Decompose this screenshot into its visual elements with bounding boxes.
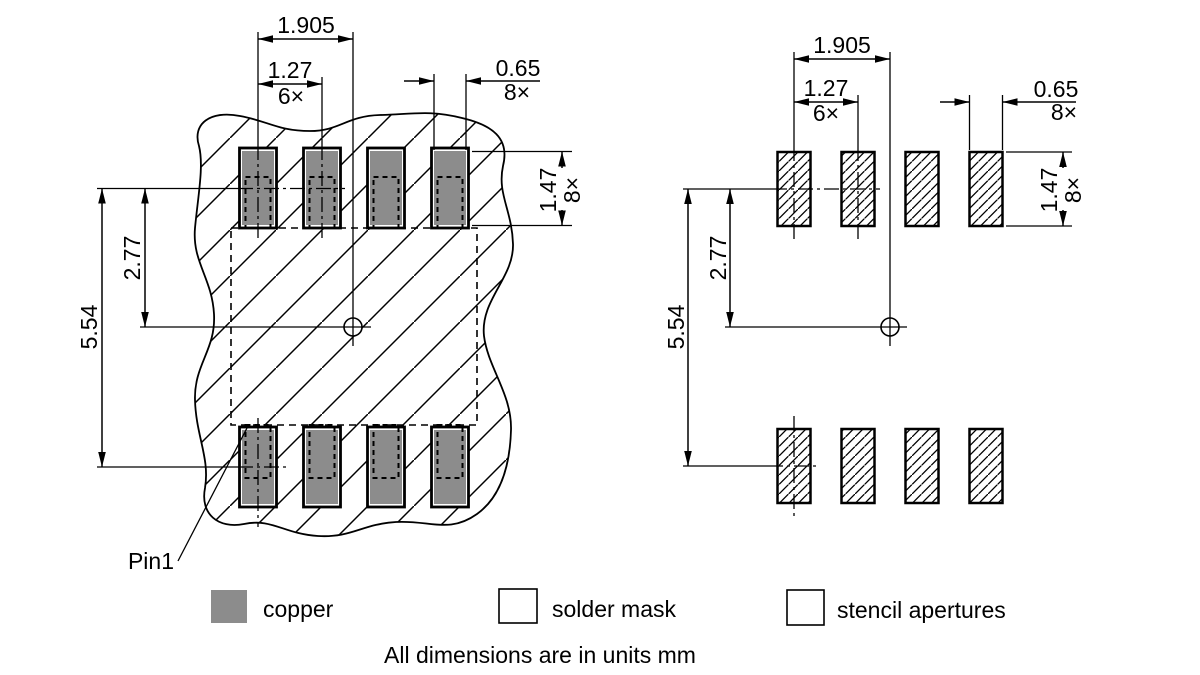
dim-aperture-width-right: 0.65 8×: [940, 76, 1078, 150]
dim-aperture-height-count: 8×: [1060, 177, 1086, 203]
dim-row-span-value: 5.54: [76, 304, 102, 349]
dim-half-span-right: 2.77: [705, 189, 734, 327]
centerlines-right-view: [683, 52, 907, 518]
stencil-aperture-4: [968, 150, 1004, 228]
dim-pad-height-left: 1.47 8×: [472, 150, 585, 227]
dim-pitch-left: 1.27 6×: [258, 57, 322, 109]
dim-aperture-width-count: 8×: [1051, 99, 1077, 125]
stencil-apertures-top-row: [776, 150, 1004, 228]
dim-pad-width-value: 0.65: [496, 55, 541, 81]
pin1-label: Pin1: [128, 548, 174, 574]
dim-pitch-count: 6×: [813, 100, 839, 126]
stencil-apertures-swatch: [786, 589, 825, 626]
package-body-outline: [230, 227, 478, 426]
legend-solder-mask-label: solder mask: [552, 596, 676, 622]
legend-item-solder-mask: solder mask: [498, 588, 676, 624]
legend: copper solder mask stencil apertures: [211, 588, 1006, 626]
dim-half-span-value: 2.77: [119, 236, 145, 281]
stencil-apertures-view: 1.905 1.27 6× 0.65 8× 1.47 8×: [663, 32, 1086, 518]
stencil-apertures-bottom-row: [776, 427, 1004, 505]
dim-pitch-value: 1.27: [804, 75, 849, 101]
stencil-aperture-6: [904, 427, 940, 505]
centerlines-left-view: [97, 32, 371, 527]
dim-pitch-right: 1.27 6×: [794, 75, 858, 126]
dim-row-span-right: 5.54: [663, 189, 692, 466]
dim-pad-width-count: 8×: [504, 79, 530, 105]
dim-row-span-value: 5.54: [663, 304, 689, 349]
dim-center-offset-right: 1.905: [794, 32, 890, 63]
copper-solder-mask-view: 1.905 1.27 6× 0.65 8× 1.47 8×: [76, 12, 585, 574]
copper-swatch: [211, 590, 247, 623]
dim-aperture-height-value: 1.47: [1036, 168, 1062, 213]
dim-half-span-left: 2.77: [119, 188, 149, 327]
copper-pad-6: [366, 425, 406, 509]
stencil-aperture-3: [904, 150, 940, 228]
stencil-aperture-7: [840, 427, 876, 505]
dim-aperture-height-right: 1.47 8×: [1006, 151, 1086, 227]
dim-row-span-left: 5.54: [76, 188, 106, 467]
dim-pitch-value: 1.27: [268, 57, 313, 83]
dim-pad-width-left: 0.65 8×: [404, 55, 540, 150]
copper-pad-3: [366, 146, 406, 230]
legend-stencil-apertures-label: stencil apertures: [837, 597, 1006, 623]
dim-pad-height-count: 8×: [559, 177, 585, 203]
units-note: All dimensions are in units mm: [384, 642, 696, 668]
legend-item-stencil-apertures: stencil apertures: [786, 589, 1006, 626]
stencil-aperture-5: [968, 427, 1004, 505]
dim-center-offset-value: 1.905: [813, 32, 871, 58]
dim-pitch-count: 6×: [278, 83, 304, 109]
dim-center-offset-left: 1.905: [258, 12, 353, 43]
legend-item-copper: copper: [211, 590, 334, 623]
dim-pad-height-value: 1.47: [535, 168, 561, 213]
dim-aperture-width-value: 0.65: [1034, 76, 1079, 102]
dim-center-offset-value: 1.905: [277, 12, 335, 38]
legend-copper-label: copper: [263, 596, 334, 622]
solder-mask-swatch: [498, 588, 538, 624]
pin1-callout: Pin1: [128, 427, 248, 574]
dim-half-span-value: 2.77: [705, 236, 731, 281]
